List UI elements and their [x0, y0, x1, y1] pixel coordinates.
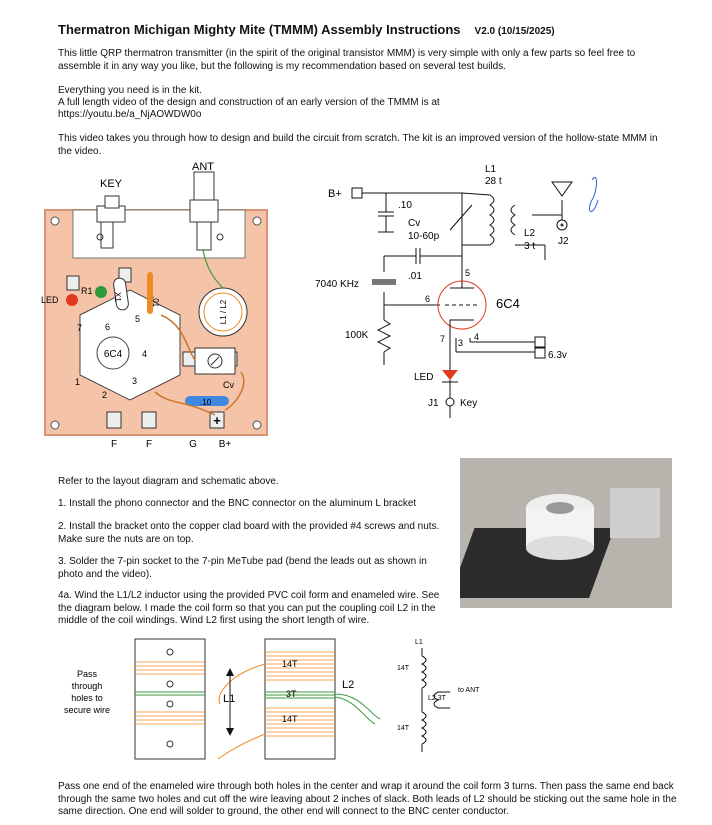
r1-label: R1: [81, 286, 93, 296]
coil-3t: 3T: [286, 689, 297, 699]
f1-label: F: [111, 439, 117, 450]
key-label: KEY: [100, 178, 123, 190]
intro-video-note: A full length video of the design and co…: [58, 97, 440, 108]
pin-1-label: 1: [75, 377, 80, 387]
layout-diagram: KEY ANT 6C4 1 2 3 4 5 6 7 + LED R1 X1 .0…: [41, 161, 268, 450]
sch-key: Key: [460, 398, 477, 409]
step-4a: 4a. Wind the L1/L2 inductor using the pr…: [58, 590, 440, 626]
intro-paragraph-1: This little QRP thermatron transmitter (…: [58, 48, 636, 72]
coil-sch-l1: L1: [415, 639, 423, 646]
coil-sch-ant: to ANT: [458, 687, 480, 694]
sch-resistor: 100K: [345, 330, 369, 341]
pin-7-label: 7: [77, 323, 82, 333]
video-link[interactable]: https://youtu.be/a_NjAOWDW0o: [58, 109, 202, 120]
socket-photo: [460, 458, 672, 608]
pin-6-label: 6: [105, 322, 110, 332]
version-label: V2.0 (10/15/2025): [474, 26, 555, 37]
sch-c10: .10: [398, 200, 412, 211]
sch-j1: J1: [428, 398, 439, 409]
sch-pin7: 7: [440, 334, 445, 344]
schematic-diagram: B+ .10 Cv 10-60p L1 28 t L2 3 t J2 .01 7…: [315, 164, 599, 418]
sch-c01: .01: [408, 271, 422, 282]
cv-label: Cv: [223, 380, 234, 390]
step-intro: Refer to the layout diagram and schemati…: [58, 476, 279, 487]
sch-tube: 6C4: [496, 296, 520, 311]
sch-cv: Cv: [408, 218, 420, 229]
sch-l1: L1: [485, 164, 497, 175]
sch-l2: L2: [524, 228, 536, 239]
sch-bplus: B+: [328, 188, 342, 200]
g-label: G: [189, 439, 197, 450]
pin-3-label: 3: [132, 376, 137, 386]
sch-l2-turns: 3 t: [524, 241, 535, 252]
f2-label: F: [146, 439, 152, 450]
sch-pin6: 6: [425, 294, 430, 304]
coil-sch-l2: L2 3T: [428, 695, 447, 702]
ant-label: ANT: [192, 161, 214, 173]
c10-label: .10: [200, 398, 212, 407]
sch-j2: J2: [558, 236, 569, 247]
intro-paragraph-3: This video takes you through how to desi…: [58, 133, 658, 157]
coil-sch-14t-bottom: 14T: [397, 725, 410, 732]
pin-5-label: 5: [135, 314, 140, 324]
sch-heater: 6.3v: [548, 350, 567, 361]
c01-label: .01: [151, 296, 160, 308]
sch-pin3: 3: [458, 338, 463, 348]
sch-pin5: 5: [465, 268, 470, 278]
pin-4-label: 4: [142, 349, 147, 359]
page-title: Thermatron Michigan Mighty Mite (TMMM) A…: [58, 22, 555, 37]
sch-l1-turns: 28 t: [485, 176, 502, 187]
coil-14t-bottom: 14T: [282, 714, 298, 724]
plus-marking: +: [213, 413, 221, 428]
sch-cv-range: 10-60p: [408, 231, 440, 242]
sch-xtal: 7040 KHz: [315, 279, 359, 290]
led-label: LED: [41, 295, 59, 305]
coil-l1-label: L1: [223, 693, 235, 705]
footer-paragraph: Pass one end of the enameled wire throug…: [58, 781, 677, 817]
tube-label: 6C4: [104, 349, 123, 360]
coil-sch-14t-top: 14T: [397, 665, 410, 672]
sch-pin4: 4: [474, 332, 479, 342]
sch-led: LED: [414, 372, 433, 383]
coil-label: L1 / L2: [219, 299, 228, 324]
step-2: 2. Install the bracket onto the copper c…: [58, 521, 440, 545]
x1-label: X1: [113, 292, 122, 302]
coil-l2-label: L2: [342, 679, 354, 691]
intro-kit-note: Everything you need is in the kit.: [58, 85, 202, 96]
coil-14t-top: 14T: [282, 659, 298, 669]
step-1: 1. Install the phono connector and the B…: [58, 498, 417, 509]
bplus-pad-label: B+: [219, 439, 232, 450]
pin-2-label: 2: [102, 390, 107, 400]
step-3: 3. Solder the 7-pin socket to the 7-pin …: [58, 556, 427, 580]
